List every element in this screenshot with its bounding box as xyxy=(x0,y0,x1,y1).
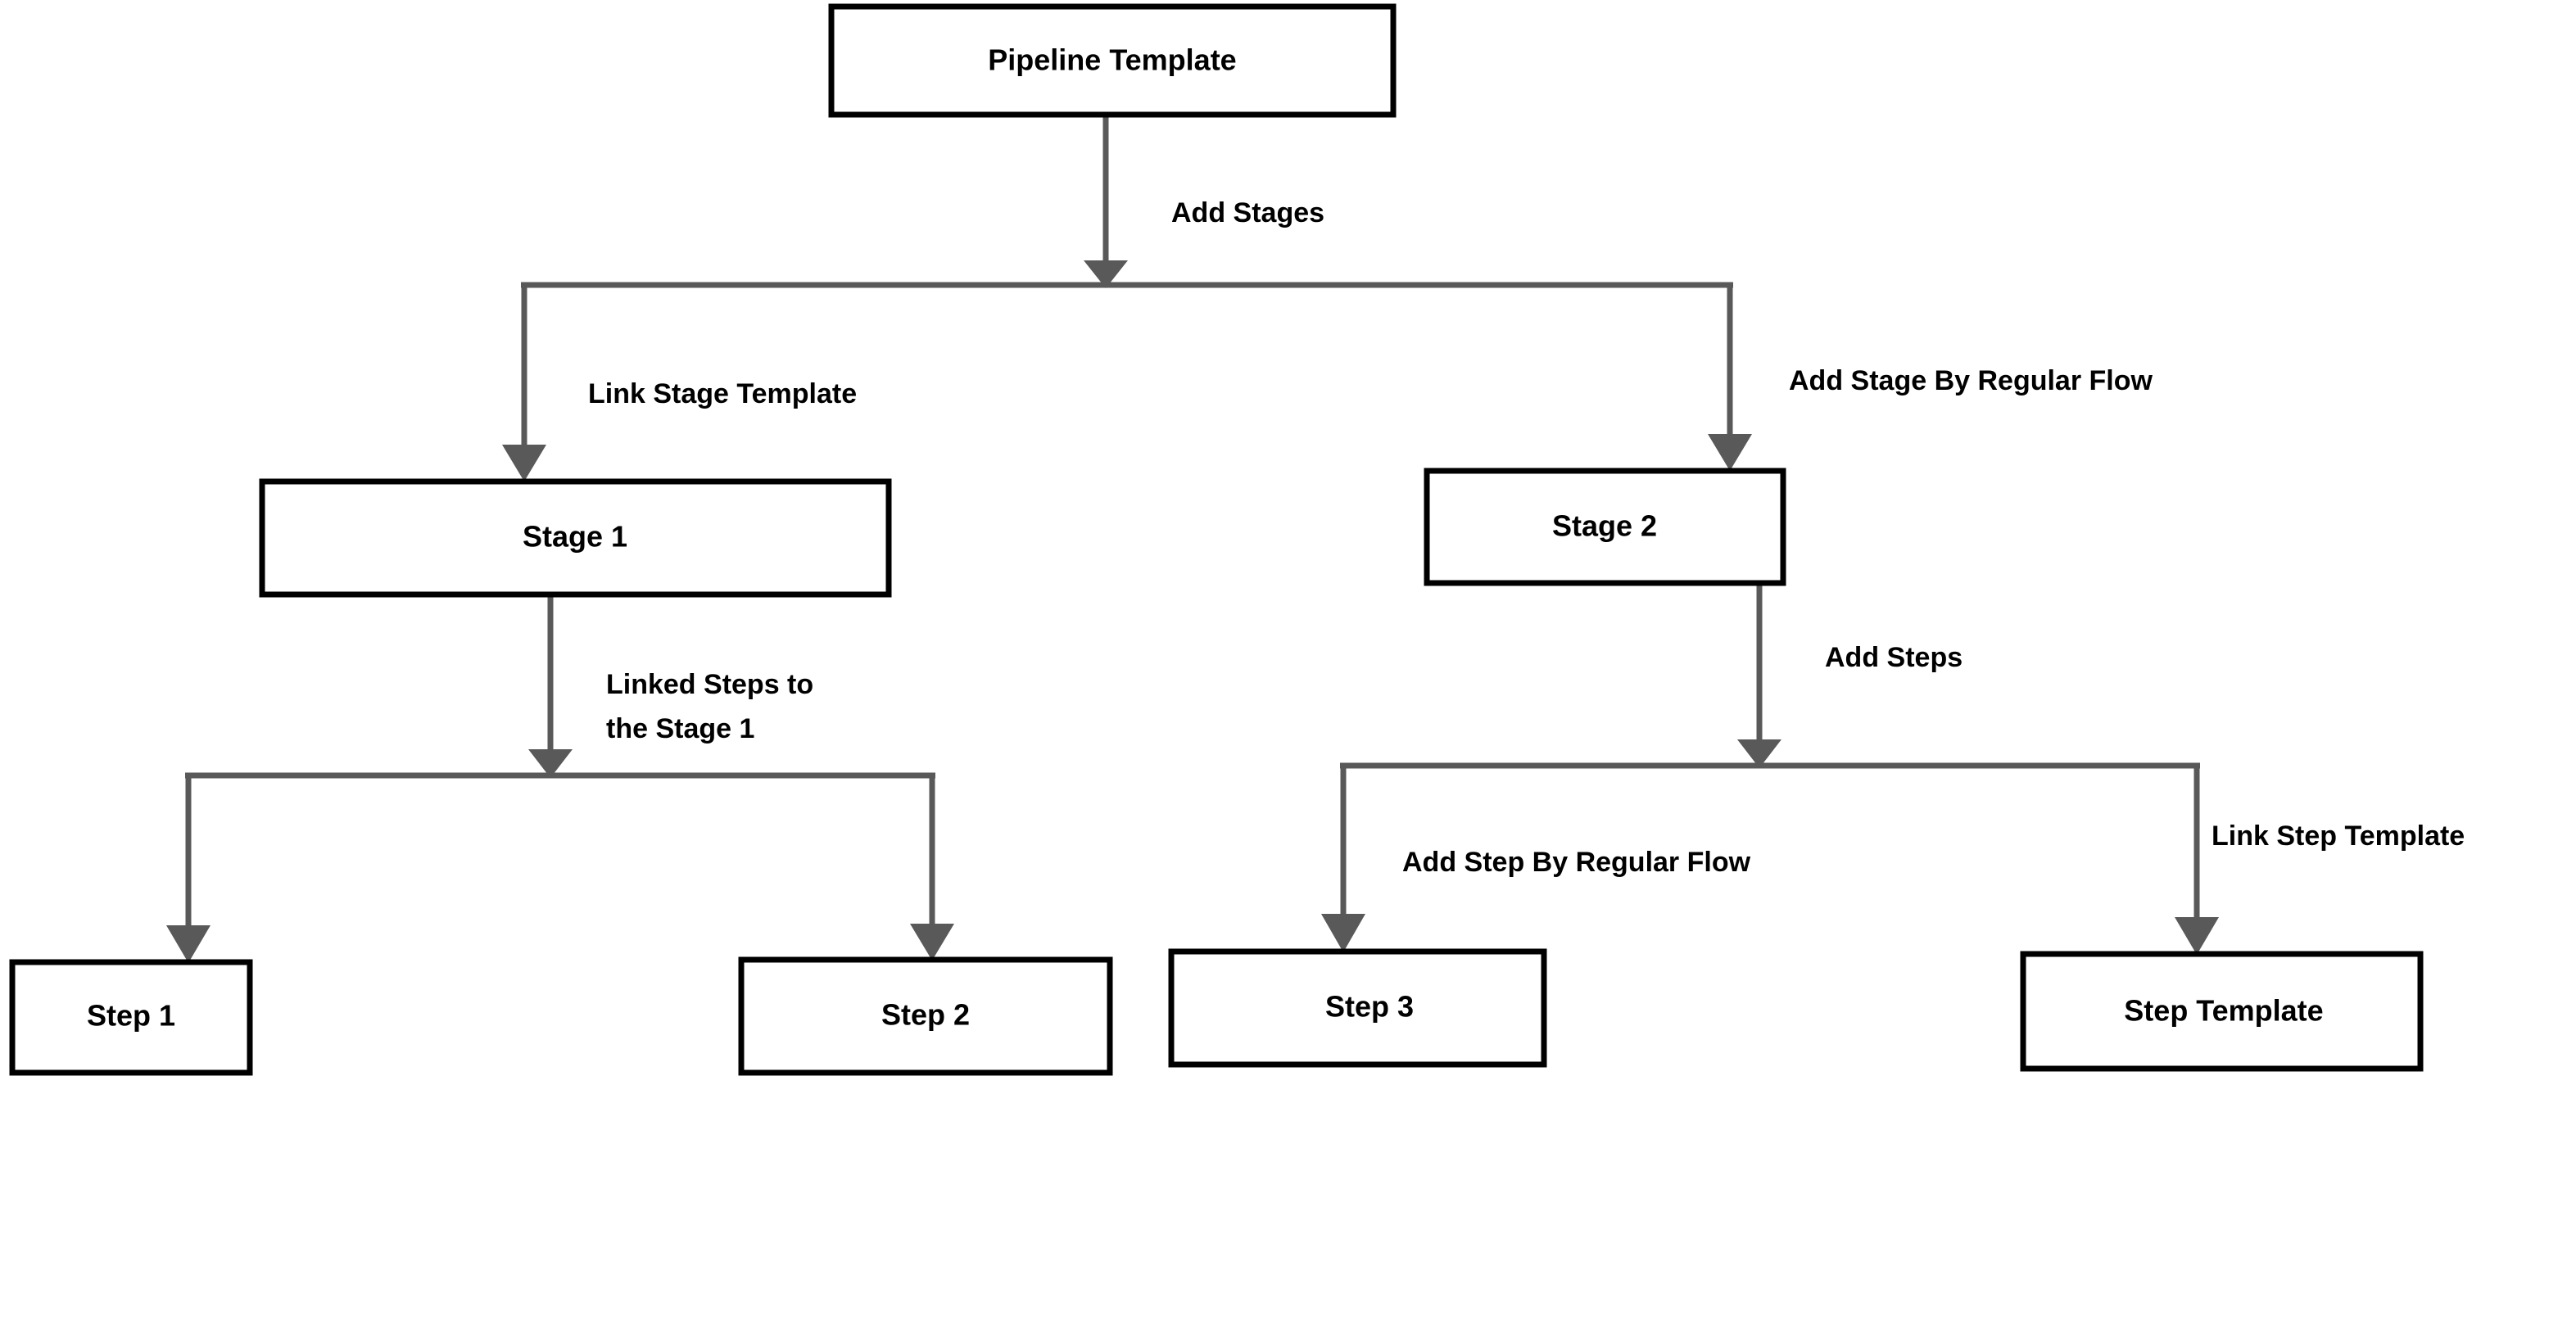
node-stage-1-label: Stage 1 xyxy=(523,520,627,554)
edge-label-link-step-template: Link Step Template xyxy=(2212,820,2465,852)
edge-label-link-stage-template: Link Stage Template xyxy=(588,378,857,409)
stage-splitter xyxy=(502,282,1752,481)
node-step-2[interactable]: Step 2 xyxy=(738,956,1113,1076)
edge-step-1-arrowhead xyxy=(166,925,211,963)
edge-linked-steps-stage-1 xyxy=(528,594,573,778)
node-stage-2-label: Stage 2 xyxy=(1552,509,1657,543)
edge-add-stages-arrowhead xyxy=(1084,260,1128,288)
node-step-template[interactable]: Step Template xyxy=(2020,951,2424,1072)
edge-add-stages xyxy=(1084,115,1128,288)
node-step-2-box[interactable] xyxy=(738,956,1113,1076)
edge-label-add-stage-by-regular-flow: Add Stage By Regular Flow xyxy=(1789,365,2153,396)
edge-label-add-stages: Add Stages xyxy=(1171,197,1324,228)
node-step-3-label: Step 3 xyxy=(1325,990,1414,1024)
node-stage-2[interactable]: Stage 2 xyxy=(1424,468,1786,586)
edge-label-add-step-by-regular-flow: Add Step By Regular Flow xyxy=(1402,847,1751,878)
edge-linked-steps-arrowhead xyxy=(528,749,573,778)
node-step-3-box[interactable] xyxy=(1168,948,1547,1068)
node-pipeline-template-label: Pipeline Template xyxy=(988,43,1236,77)
node-stage-1-box[interactable] xyxy=(259,478,892,598)
node-step-1[interactable]: Step 1 xyxy=(9,959,253,1076)
edge-add-steps-arrowhead xyxy=(1737,739,1781,768)
step-splitter-left xyxy=(166,772,954,963)
edge-add-stage-regular-arrowhead xyxy=(1708,434,1752,471)
edge-label-linked-steps-line-2: the Stage 1 xyxy=(606,713,754,744)
edge-step-2-arrowhead xyxy=(910,924,954,961)
node-step-1-label: Step 1 xyxy=(87,999,175,1033)
node-stage-2-box[interactable] xyxy=(1424,468,1786,586)
node-pipeline-template[interactable]: Pipeline Template xyxy=(828,3,1397,118)
node-step-template-label: Step Template xyxy=(2124,994,2323,1028)
step-splitter-right xyxy=(1321,762,2219,955)
edge-link-stage-template-arrowhead xyxy=(502,445,546,481)
edge-step-template-arrowhead xyxy=(2175,917,2219,955)
node-step-template-box[interactable] xyxy=(2020,951,2424,1072)
edge-step-3-arrowhead xyxy=(1321,914,1365,952)
node-stage-1[interactable]: Stage 1 xyxy=(259,478,892,598)
node-step-1-box[interactable] xyxy=(9,959,253,1076)
edge-label-linked-steps-line-1: Linked Steps to xyxy=(606,669,813,700)
edge-label-add-steps: Add Steps xyxy=(1825,642,1963,673)
node-pipeline-template-box[interactable] xyxy=(828,3,1397,118)
node-step-2-label: Step 2 xyxy=(881,998,970,1032)
node-step-3[interactable]: Step 3 xyxy=(1168,948,1547,1068)
edge-add-steps xyxy=(1737,583,1781,768)
